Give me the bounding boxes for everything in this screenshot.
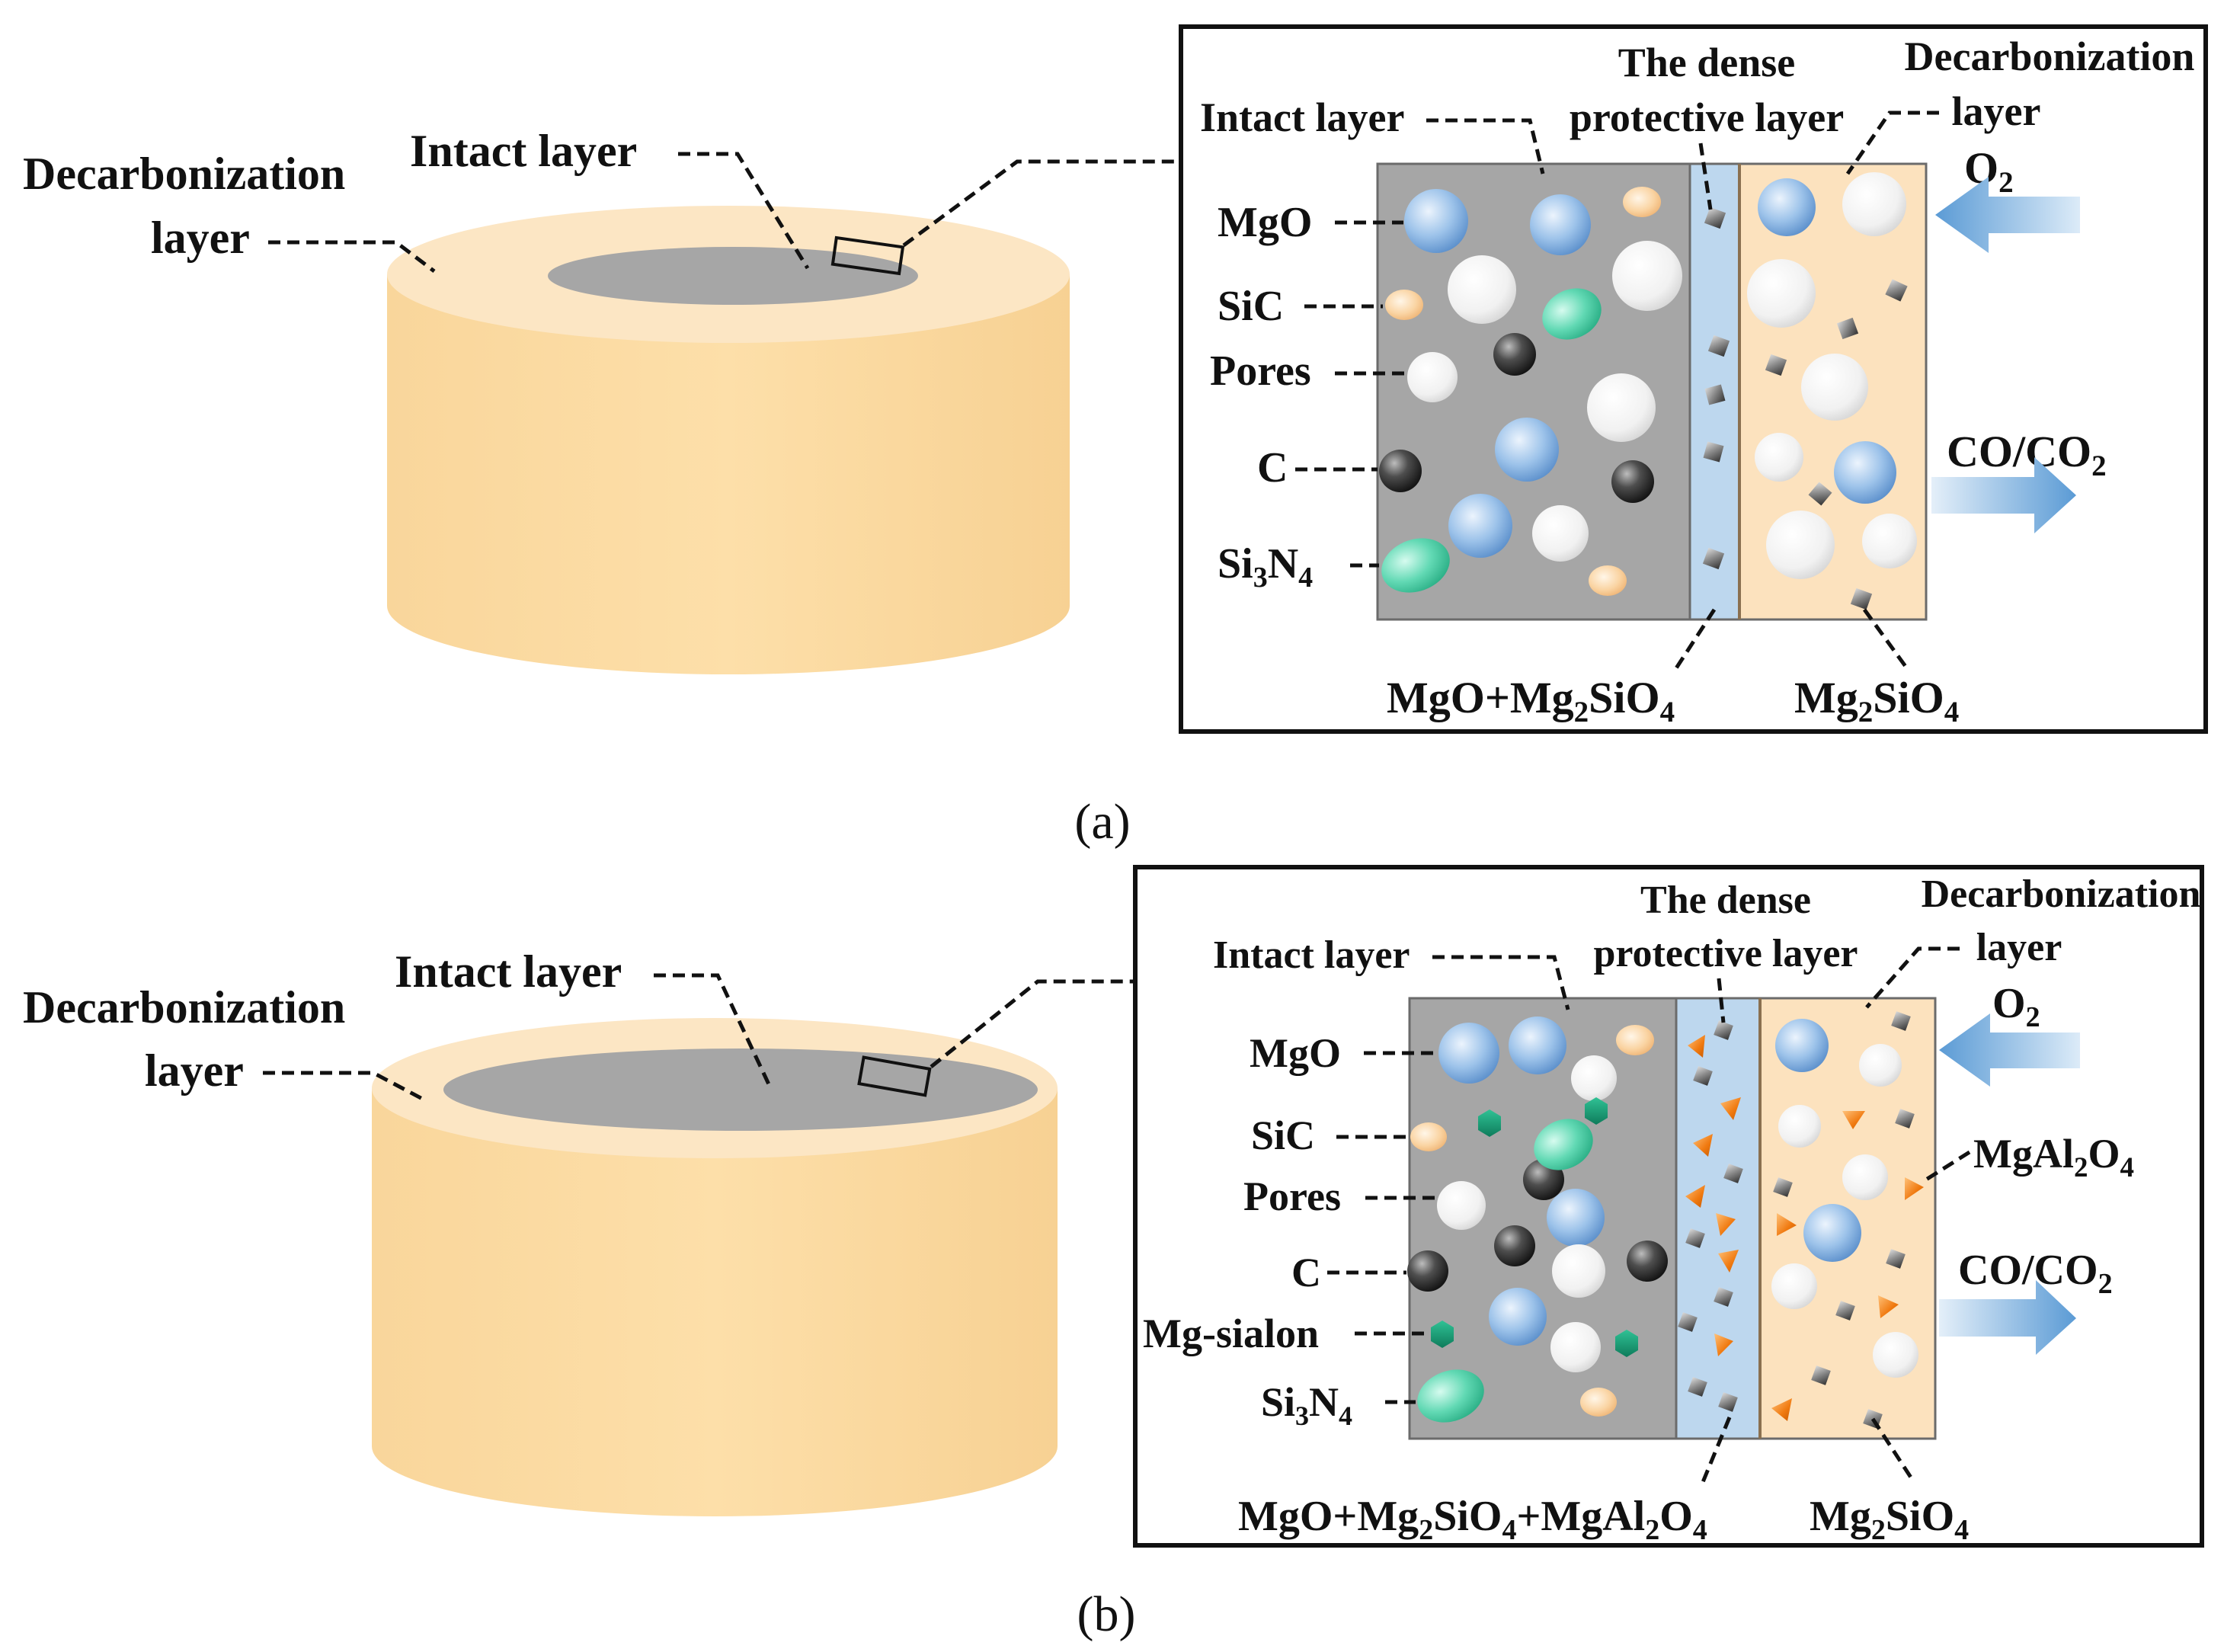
legend-mgo-a: MgO [1218,199,1312,246]
panel-a: Decarbonization layer Intact layer [23,24,2208,850]
zoom-rect-a [830,235,905,276]
leader-box-intact-a [1426,118,1545,174]
legend-mgo-b: MgO [1250,1030,1341,1076]
caption-a: (a) [1074,794,1130,850]
pore [1532,505,1589,562]
dense-label-b-2: protective layer [1594,932,1858,975]
decarb-particles-a [1747,172,1917,579]
pore [1612,241,1682,311]
leader-cyl-intact-b [654,973,772,1087]
cyl-decarb-label-b-2: layer [145,1045,244,1096]
decarb-label-b-2: layer [1976,926,2062,969]
mgo-particle [1530,194,1591,255]
co-arrow-a [1931,457,2076,533]
cyl-intact-label-b: Intact layer [395,946,622,997]
pore [1407,352,1458,402]
cylinder-intact-core-b [443,1049,1038,1131]
leader-zoom-a [902,159,1181,248]
legend-sic-a: SiC [1218,283,1284,330]
intact-particles-b [1407,1016,1668,1423]
cylinder-a [387,206,1070,674]
mgo-particle [1495,418,1559,482]
leader-cyl-decarb-a [268,240,436,273]
mgo-particle [1404,189,1468,253]
leader-box-intact-b [1432,955,1570,1010]
caption-b: (b) [1077,1586,1136,1642]
legend-mgsialon-b: Mg-sialon [1143,1311,1319,1356]
carbon-particle [1493,333,1536,376]
leader-decarb-b [1865,946,1960,1009]
sic-particle [1623,187,1661,217]
leader-cyl-intact-a [678,152,810,270]
box-intact-label-a: Intact layer [1200,94,1404,140]
legend-c-a: C [1257,444,1288,491]
co-arrow-b [1939,1280,2076,1355]
bottom-right-label-b: Mg2SiO4 [1810,1493,1969,1546]
legend-c-b: C [1291,1250,1321,1295]
bottom-right-label-a: Mg2SiO4 [1794,673,1959,728]
cylinder-b [372,1018,1058,1516]
sic-particle [1589,565,1627,596]
cyl-decarb-label-a-2: layer [151,213,250,263]
zoom-rect-b [857,1055,932,1097]
carbon-particle [1611,460,1654,503]
cylinder-intact-core-a [548,247,918,305]
carbon-particle [1379,450,1422,492]
decarb-label-a-2: layer [1952,88,2041,134]
dense-label-b-1: The dense [1640,879,1811,922]
legend-sic-b: SiC [1251,1113,1315,1158]
legend-pores-a: Pores [1210,347,1311,395]
legend-b: MgO SiC Pores C Mg-sialon Si3N4 [1143,1030,1438,1431]
bottom-left-label-a: MgO+Mg2SiO4 [1387,673,1675,728]
mgal2o4-label-b: MgAl2O4 [1973,1131,2134,1183]
leader-decarb-a [1845,110,1939,175]
decarb-label-b-1: Decarbonization [1922,872,2201,916]
dense-label-a-2: protective layer [1570,94,1844,140]
dense-particles-b [1678,1020,1743,1412]
dense-label-a-1: The dense [1618,40,1796,85]
cyl-decarb-label-b: Decarbonization [23,982,345,1032]
o2-arrow-a [1935,177,2080,253]
bottom-left-label-b: MgO+Mg2SiO4+MgAl2O4 [1238,1493,1707,1546]
decarb-label-a-1: Decarbonization [1905,34,2195,79]
si3n4-particle [1542,288,1602,340]
o2-arrow-b [1939,1013,2080,1087]
cyl-decarb-label-a: Decarbonization [23,149,345,199]
pore [1448,255,1516,324]
box-intact-label-b: Intact layer [1213,933,1410,977]
sic-particle [1385,290,1423,320]
o2-label-b: O2 [1992,980,2040,1033]
decarb-particles-b [1771,1011,1924,1429]
co-label-b: CO/CO2 [1958,1247,2113,1300]
pore [1587,373,1656,442]
intact-particles-a [1379,187,1682,596]
legend-pores-b: Pores [1243,1173,1341,1219]
panel-b: Decarbonization layer Intact layer [23,865,2204,1642]
si3n4-particle [1381,538,1450,593]
leader-zoom-b [930,979,1135,1068]
mg2sio4-particles-a [1702,206,1908,610]
mgo-particle [1448,494,1512,558]
cyl-intact-label-a: Intact layer [410,126,637,176]
co-label-a: CO/CO2 [1947,427,2107,482]
